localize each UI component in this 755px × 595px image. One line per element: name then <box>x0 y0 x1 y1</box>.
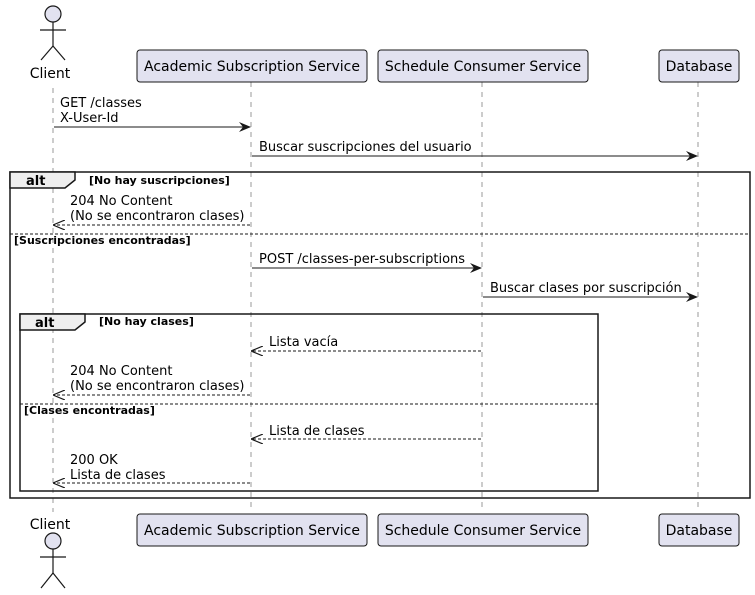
fragment-alt-inner: alt [No hay clases] [Clases encontradas] <box>19 313 599 492</box>
message-get-classes: GET /classes X-User-Id <box>54 96 251 132</box>
svg-text:X-User-Id: X-User-Id <box>60 111 119 126</box>
participant-label: Database <box>666 523 733 539</box>
fragment-keyword: alt <box>26 174 45 189</box>
fragment-keyword: alt <box>35 316 54 331</box>
svg-text:(No se encontraron clases): (No se encontraron clases) <box>70 379 245 394</box>
svg-text:Lista de clases: Lista de clases <box>70 468 166 483</box>
message-204-no-classes: 204 No Content (No se encontraron clases… <box>54 364 250 395</box>
svg-text:[No hay clases]: [No hay clases] <box>99 315 194 328</box>
participant-box-database-bottom <box>658 513 740 547</box>
svg-text:Lista vacía: Lista vacía <box>269 335 338 350</box>
participant-label: Schedule Consumer Service <box>385 59 581 75</box>
fragment-guard: [No hay suscripciones] <box>89 174 230 187</box>
message-lista-vacia: Lista vacía <box>252 335 481 351</box>
fragment-alt-outer: alt [No hay suscripciones] [Suscripcione… <box>9 171 751 499</box>
svg-text:204 No Content: 204 No Content <box>70 194 172 209</box>
participant-label: Academic Subscription Service <box>144 59 360 75</box>
message-200-ok: 200 OK Lista de clases <box>54 453 250 483</box>
svg-text:POST /classes-per-subscription: POST /classes-per-subscriptions <box>259 252 465 267</box>
svg-text:[Suscripciones encontradas]: [Suscripciones encontradas] <box>14 234 191 247</box>
message-lista-de-clases: Lista de clases <box>252 424 481 439</box>
svg-text:GET /classes: GET /classes <box>60 96 142 111</box>
fragment-guard: [Clases encontradas] <box>24 404 155 417</box>
actor-client-top <box>40 5 66 61</box>
participant-label: Database <box>666 59 733 75</box>
svg-text:[Clases encontradas]: [Clases encontradas] <box>24 404 155 417</box>
participant-box-academic-bottom <box>136 513 368 547</box>
message-204-no-subscriptions: 204 No Content (No se encontraron clases… <box>54 194 250 225</box>
participant-box-schedule-top <box>377 49 589 83</box>
participant-box-schedule-bottom <box>377 513 589 547</box>
actor-client-bottom <box>40 532 66 589</box>
participant-box-academic-top <box>136 49 368 83</box>
svg-text:200 OK: 200 OK <box>70 453 118 468</box>
participant-box-database-top <box>658 49 740 83</box>
message-buscar-suscripciones: Buscar suscripciones del usuario <box>252 140 698 161</box>
participant-label: Client <box>30 66 71 82</box>
fragment-guard: [No hay clases] <box>99 315 194 328</box>
svg-text:204 No Content: 204 No Content <box>70 364 172 379</box>
svg-text:Buscar suscripciones del usuar: Buscar suscripciones del usuario <box>259 140 472 155</box>
message-buscar-clases: Buscar clases por suscripción <box>483 281 698 302</box>
fragment-guard: [Suscripciones encontradas] <box>14 234 191 247</box>
svg-text:Lista de clases: Lista de clases <box>269 424 365 439</box>
svg-text:[No hay suscripciones]: [No hay suscripciones] <box>89 174 230 187</box>
participant-label: Academic Subscription Service <box>144 523 360 539</box>
participant-label: Schedule Consumer Service <box>385 523 581 539</box>
message-post-classes-per-subscriptions: POST /classes-per-subscriptions <box>252 252 482 273</box>
svg-text:(No se encontraron clases): (No se encontraron clases) <box>70 209 245 224</box>
svg-text:Buscar clases por suscripción: Buscar clases por suscripción <box>490 281 682 296</box>
participant-label: Client <box>30 517 71 533</box>
